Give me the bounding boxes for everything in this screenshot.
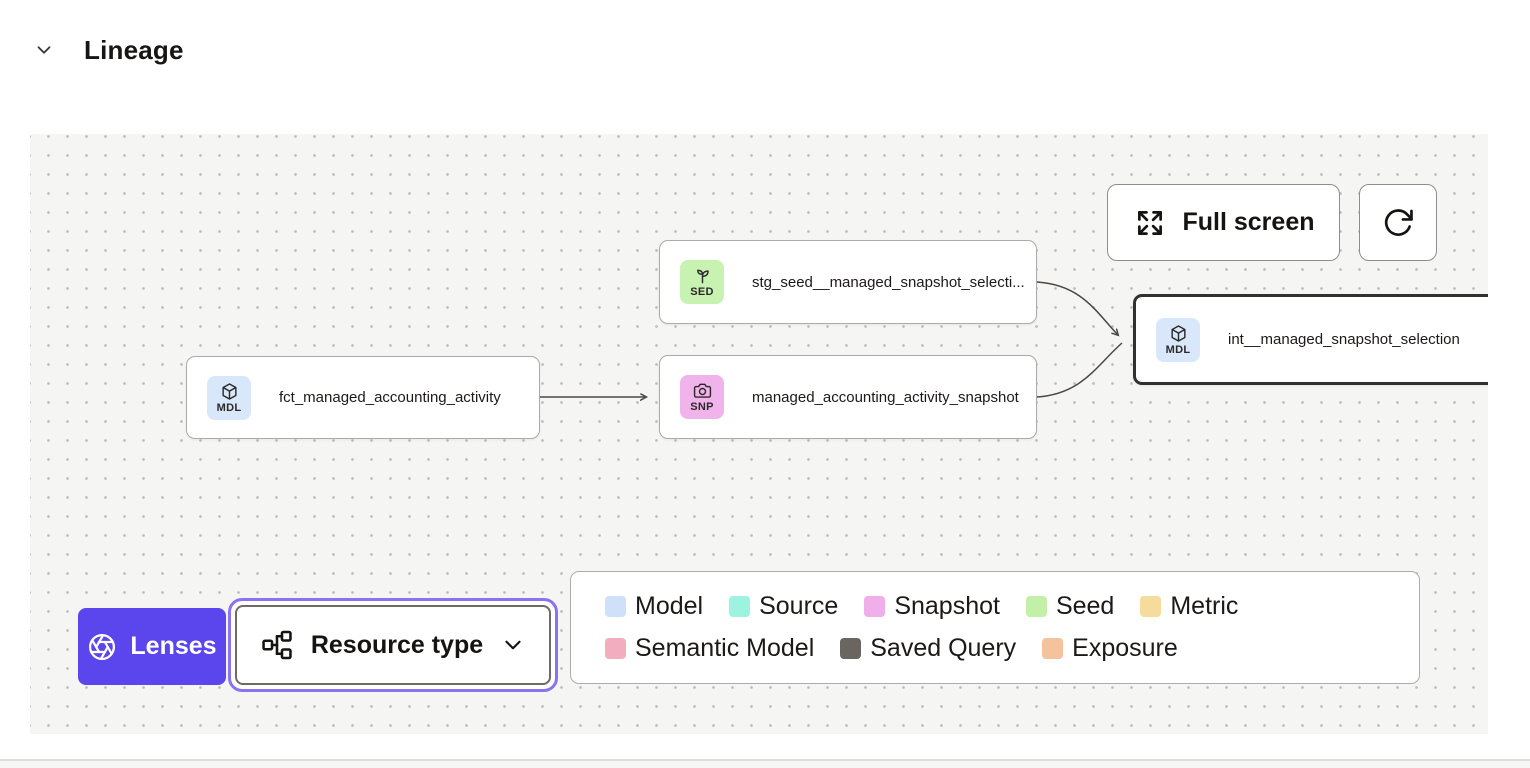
seed-type-badge: SED [680, 260, 724, 304]
node-type-code: MDL [1165, 343, 1191, 356]
hierarchy-icon [260, 628, 294, 662]
legend-item-exposure: Exposure [1042, 634, 1178, 663]
model-cube-icon [1169, 324, 1188, 343]
node-type-code: SED [690, 286, 714, 298]
full-screen-button[interactable]: Full screen [1107, 184, 1340, 261]
model-type-badge: MDL [207, 375, 251, 420]
model-color-swatch [605, 596, 626, 617]
node-type-code: SNP [690, 401, 714, 413]
node-label: int__managed_snapshot_selection [1228, 331, 1460, 348]
lineage-node-stg-seed[interactable]: SED stg_seed__managed_snapshot_selecti..… [659, 240, 1037, 324]
aperture-icon [87, 632, 117, 662]
node-label: fct_managed_accounting_activity [279, 389, 501, 406]
collapse-section-button[interactable] [26, 32, 62, 68]
node-type-code: MDL [216, 401, 242, 414]
model-cube-icon [220, 382, 239, 401]
lineage-node-fct-managed-accounting-activity[interactable]: MDL fct_managed_accounting_activity [186, 356, 540, 439]
node-label: managed_accounting_activity_snapshot [752, 388, 1019, 406]
snapshot-color-swatch [864, 596, 886, 617]
model-type-badge: MDL [1156, 317, 1200, 362]
chevron-down-icon [33, 39, 55, 61]
lenses-label: Lenses [130, 632, 217, 660]
refresh-icon [1381, 206, 1415, 240]
full-screen-label: Full screen [1182, 208, 1315, 236]
semantic-model-color-swatch [605, 638, 626, 659]
legend-row: Model Source Snapshot Seed Metric [605, 592, 1385, 621]
legend-item-semantic-model: Semantic Model [605, 634, 814, 663]
saved-query-color-swatch [840, 638, 862, 659]
resource-type-dropdown[interactable]: Resource type [235, 605, 551, 685]
chevron-down-icon [500, 632, 526, 658]
lenses-button[interactable]: Lenses [78, 608, 226, 685]
exposure-color-swatch [1042, 638, 1064, 659]
legend-item-snapshot: Snapshot [864, 592, 1000, 621]
section-divider [0, 759, 1530, 761]
camera-icon [693, 381, 712, 400]
legend-row: Semantic Model Saved Query Exposure [605, 634, 1385, 663]
resource-type-label: Resource type [310, 630, 484, 659]
edge-sed-to-int [1036, 281, 1118, 335]
legend-item-saved-query: Saved Query [840, 634, 1016, 663]
page-title: Lineage [84, 34, 184, 65]
resource-type-legend: Model Source Snapshot Seed Metric S [570, 571, 1420, 684]
lineage-section-header: Lineage [0, 0, 1530, 100]
lineage-graph-canvas[interactable]: Full screen SED stg_seed__managed_snapsh… [30, 134, 1488, 734]
legend-item-metric: Metric [1140, 592, 1238, 621]
refresh-button[interactable] [1359, 184, 1437, 261]
source-color-swatch [729, 596, 751, 617]
legend-item-source: Source [729, 592, 838, 621]
legend-item-seed: Seed [1025, 592, 1114, 621]
expand-icon [1133, 206, 1167, 240]
lineage-node-managed-accounting-activity-snapshot[interactable]: SNP managed_accounting_activity_snapshot [659, 355, 1037, 439]
node-label: stg_seed__managed_snapshot_selecti... [752, 273, 1025, 291]
metric-color-swatch [1140, 596, 1162, 617]
lineage-node-int-managed-snapshot-selection[interactable]: MDL int__managed_snapshot_selection [1133, 294, 1488, 385]
snapshot-type-badge: SNP [680, 375, 724, 419]
legend-item-model: Model [605, 592, 703, 621]
seed-color-swatch [1025, 596, 1047, 617]
resource-type-focus-ring: Resource type [228, 598, 558, 692]
next-section-edge [0, 761, 1530, 768]
edge-snp-to-int [1036, 342, 1123, 398]
seed-icon [693, 266, 712, 285]
